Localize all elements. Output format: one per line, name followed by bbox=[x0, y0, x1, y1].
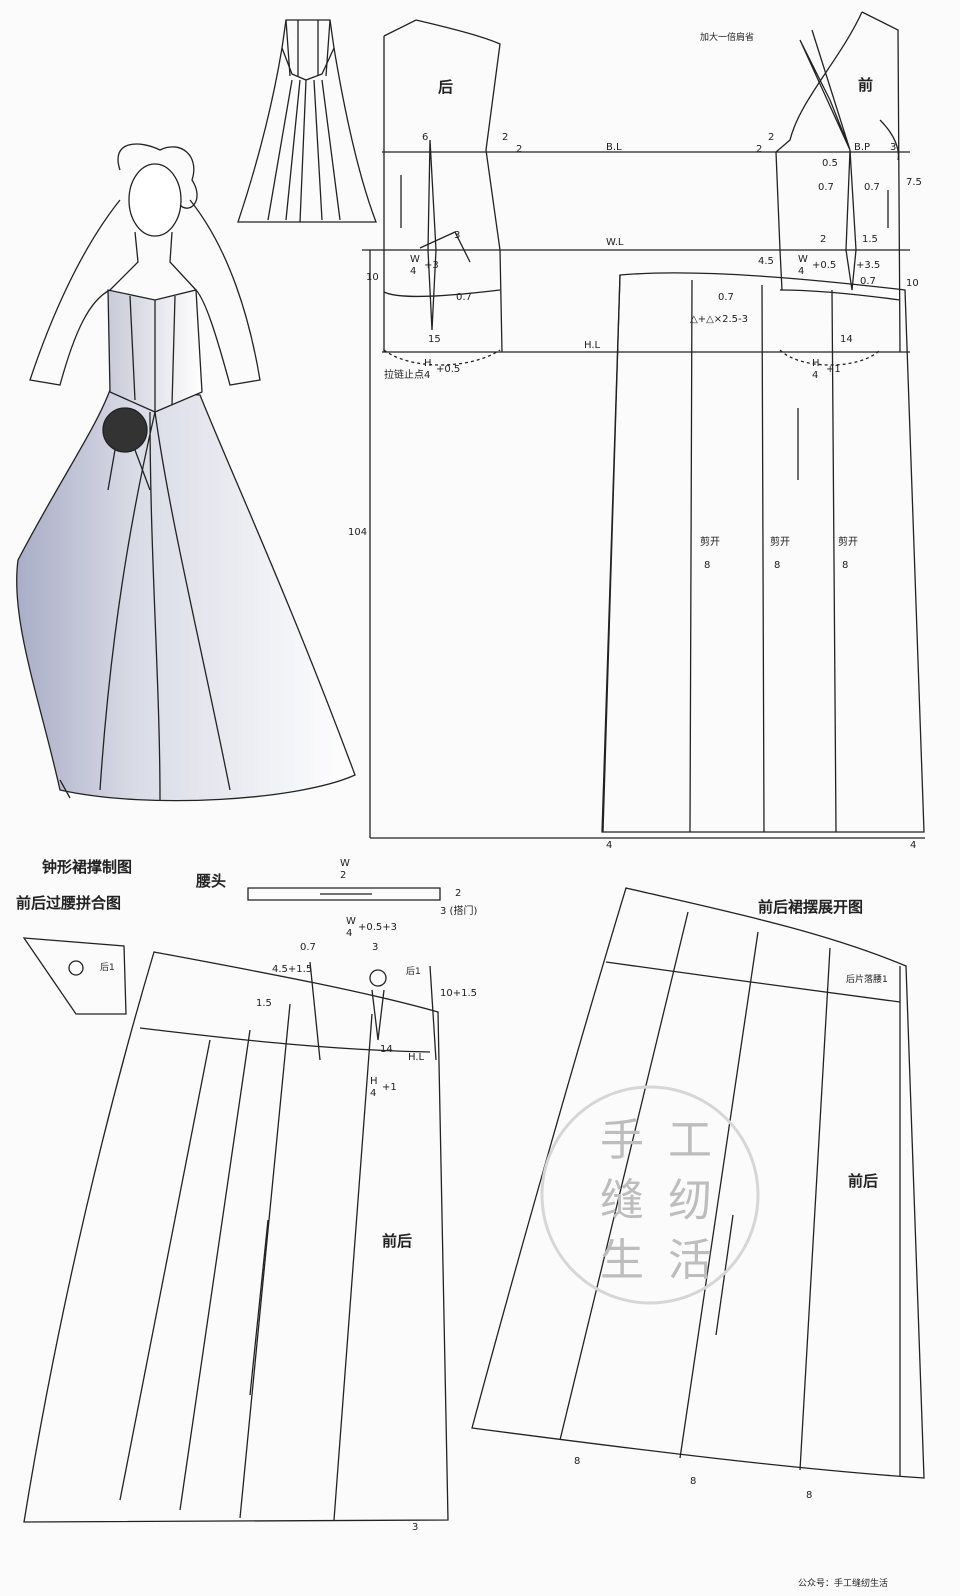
num: 3 bbox=[372, 942, 378, 953]
bodice-and-skirt-draft bbox=[362, 11, 925, 839]
num: 8 bbox=[574, 1456, 580, 1467]
combined-skirt-draft bbox=[22, 887, 449, 1523]
frac-rest: +1 bbox=[826, 364, 841, 375]
frac-den: 4 bbox=[370, 1088, 376, 1099]
frac-rest: +3.5 bbox=[856, 260, 880, 271]
small-dress-sketch bbox=[237, 19, 377, 223]
num: 3 bbox=[454, 230, 460, 241]
overlap-label: 3 (搭门) bbox=[440, 904, 477, 917]
frac-den: 2 bbox=[340, 870, 346, 881]
num: 10+1.5 bbox=[440, 988, 477, 999]
bp-label: B.P bbox=[854, 142, 870, 153]
wl-label: W.L bbox=[606, 237, 624, 248]
num: 2 bbox=[820, 234, 826, 245]
waistband-label: 腰头 bbox=[195, 872, 226, 890]
hoop-title: 钟形裙撑制图 bbox=[42, 858, 132, 876]
num: 8 bbox=[690, 1476, 696, 1487]
hl-label: H.L bbox=[408, 1052, 425, 1063]
frac-den: 4 bbox=[410, 266, 416, 277]
back1-label: 后1 bbox=[406, 966, 421, 977]
num: 2 bbox=[516, 144, 522, 155]
frac-rest: +0.5+3 bbox=[358, 922, 397, 933]
num: 4 bbox=[910, 840, 916, 851]
watermark-char: 生 bbox=[600, 1235, 644, 1286]
num: 2 bbox=[502, 132, 508, 143]
num: 4.5 bbox=[758, 256, 774, 267]
zipper-stop: 拉链止点 bbox=[384, 368, 424, 381]
frac-den: 4 bbox=[798, 266, 804, 277]
front-back-label-2: 前后 bbox=[848, 1172, 878, 1190]
shoulder-note: 加大一倍肩省 bbox=[700, 31, 754, 43]
combine-title: 前后过腰拼合图 bbox=[16, 894, 121, 912]
front-back-label: 前后 bbox=[382, 1232, 412, 1250]
frac-den: 4 bbox=[812, 370, 818, 381]
num: 6 bbox=[422, 132, 428, 143]
watermark-char: 缝 bbox=[600, 1175, 644, 1226]
cut-value: 8 bbox=[774, 560, 780, 571]
frac-num: W bbox=[346, 916, 356, 927]
num: 4 bbox=[606, 840, 612, 851]
tri-formula: △+△×2.5-3 bbox=[690, 314, 748, 325]
num: 0.7 bbox=[456, 292, 472, 303]
cut-label: 剪开 bbox=[838, 535, 858, 548]
num: 7.5 bbox=[906, 177, 922, 188]
num: 0.5 bbox=[822, 158, 838, 169]
cut-label: 剪开 bbox=[770, 535, 790, 548]
frac-rest: +3 bbox=[424, 260, 439, 271]
cut-value: 8 bbox=[842, 560, 848, 571]
num: 0.7 bbox=[864, 182, 880, 193]
footer-credit: 公众号：手工缝纫生活 bbox=[798, 1577, 888, 1589]
num: 8 bbox=[806, 1490, 812, 1501]
frac-num: H bbox=[812, 358, 820, 369]
num: 4.5+1.5 bbox=[272, 964, 312, 975]
frac-num: H bbox=[370, 1076, 378, 1087]
num: 15 bbox=[428, 334, 441, 345]
frac-den: 4 bbox=[346, 928, 352, 939]
watermark-char: 纫 bbox=[668, 1175, 712, 1226]
frac-num: H bbox=[424, 358, 432, 369]
frac-rest: +0.5 bbox=[436, 364, 460, 375]
num: 0.7 bbox=[860, 276, 876, 287]
cut-label: 剪开 bbox=[700, 535, 720, 548]
bride-illustration bbox=[16, 143, 356, 802]
back1-label: 后1 bbox=[100, 962, 115, 973]
frac-rest: +0.5 bbox=[812, 260, 836, 271]
num: 3 bbox=[412, 1522, 418, 1533]
bl-label: B.L bbox=[606, 142, 622, 153]
num: 0.7 bbox=[300, 942, 316, 953]
num: 1.5 bbox=[862, 234, 878, 245]
num: 14 bbox=[380, 1044, 393, 1055]
back-drop-label: 后片落腰1 bbox=[846, 973, 888, 985]
frac-den: 4 bbox=[424, 370, 430, 381]
spread-title: 前后裙摆展开图 bbox=[758, 898, 863, 916]
num: 2 bbox=[455, 888, 461, 899]
num: 0.7 bbox=[718, 292, 734, 303]
watermark-char: 工 bbox=[668, 1115, 712, 1166]
frac-num: W bbox=[410, 254, 420, 265]
front-label: 前 bbox=[858, 76, 873, 94]
num: 1.5 bbox=[256, 998, 272, 1009]
length-label: 104 bbox=[348, 527, 367, 538]
num: 2 bbox=[756, 144, 762, 155]
num: 2 bbox=[768, 132, 774, 143]
watermark-seal: 手 工 缝 纫 生 活 bbox=[540, 1085, 760, 1305]
num: 3 bbox=[890, 142, 896, 153]
num: 0.7 bbox=[818, 182, 834, 193]
watermark-char: 活 bbox=[668, 1235, 712, 1286]
back-label: 后 bbox=[438, 78, 453, 96]
frac-num: W bbox=[798, 254, 808, 265]
num: 10 bbox=[366, 272, 379, 283]
frac-num: W bbox=[340, 858, 350, 869]
frac-rest: +1 bbox=[382, 1082, 397, 1093]
cut-value: 8 bbox=[704, 560, 710, 571]
num: 10 bbox=[906, 278, 919, 289]
num: 14 bbox=[840, 334, 853, 345]
hl-label: H.L bbox=[584, 340, 601, 351]
watermark-char: 手 bbox=[600, 1115, 644, 1166]
